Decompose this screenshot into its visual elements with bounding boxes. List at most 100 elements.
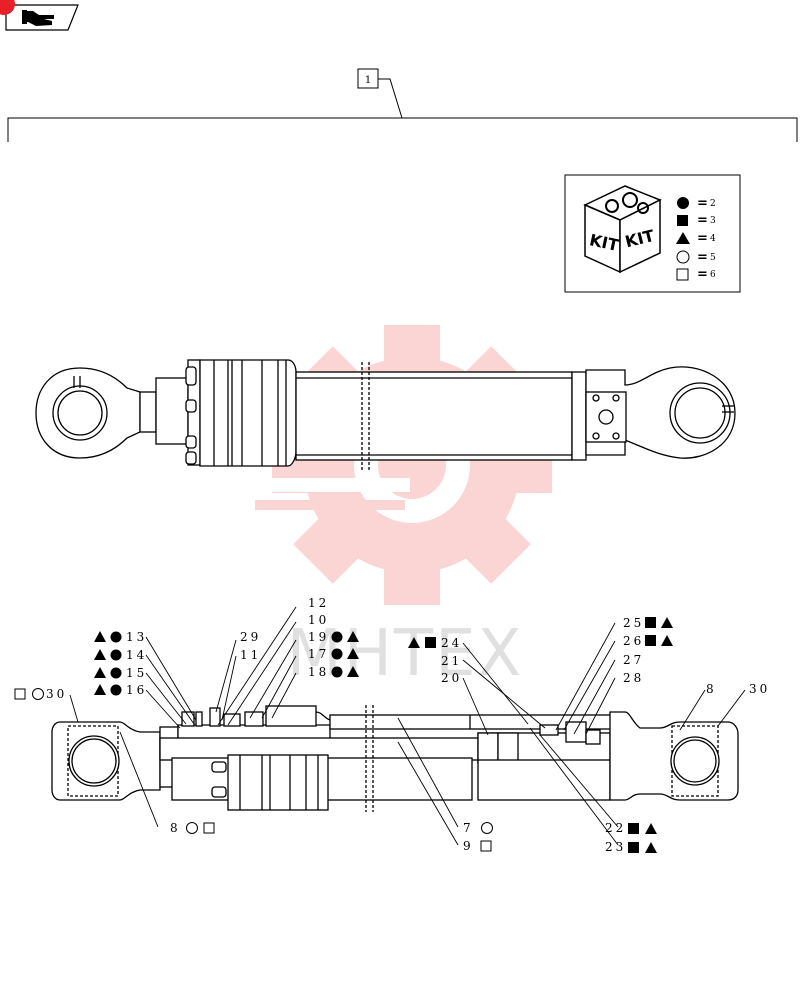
callout-30-left: 30 [14, 687, 67, 701]
callout-29: 29 [240, 630, 258, 644]
callout-25: 25 [623, 616, 673, 630]
filled-triangle-icon [347, 648, 359, 659]
svg-text:7: 7 [463, 821, 474, 835]
filled-circle-icon [110, 667, 122, 679]
kit-legend-row-5: = 6 [676, 267, 716, 282]
filled-triangle-icon [94, 684, 106, 695]
callout-8-left: 8 [170, 821, 215, 835]
open-circle-icon [186, 822, 198, 834]
nav-back-button[interactable] [0, 0, 79, 31]
kit-legend: KIT KIT = 2 = 3 = 4 = 5 = 6 [564, 174, 741, 293]
open-square-icon [676, 268, 689, 281]
callout-18: 18 [308, 665, 359, 679]
callout-13: 13 [94, 630, 147, 644]
open-square-icon [203, 822, 215, 834]
svg-text:27: 27 [623, 653, 644, 667]
filled-circle-icon [331, 648, 343, 660]
callout-11: 11 [240, 648, 258, 662]
filled-circle-icon [110, 684, 122, 696]
filled-circle-icon [110, 649, 122, 661]
open-circle-icon [32, 688, 44, 700]
filled-triangle-icon [347, 631, 359, 642]
svg-text:25: 25 [623, 616, 644, 630]
callout-8-right: 8 [706, 682, 714, 696]
filled-circle-icon [331, 666, 343, 678]
svg-text:16: 16 [126, 683, 147, 697]
callout-27: 27 [623, 653, 644, 667]
filled-triangle-icon [661, 635, 673, 646]
hand-pointer-icon [22, 10, 54, 26]
svg-text:18: 18 [308, 665, 329, 679]
callout-19: 19 [308, 630, 359, 644]
svg-text:=: = [697, 231, 708, 246]
filled-triangle-icon [94, 649, 106, 660]
svg-text:19: 19 [308, 630, 329, 644]
svg-text:5: 5 [710, 253, 716, 263]
svg-text:23: 23 [605, 840, 626, 854]
filled-square-icon [628, 842, 639, 853]
filled-triangle-icon [94, 667, 106, 678]
filled-triangle-icon [661, 617, 673, 628]
filled-circle-icon [110, 631, 122, 643]
svg-text:3: 3 [710, 216, 716, 226]
filled-square-icon [677, 215, 688, 226]
callout-9: 9 [463, 839, 492, 853]
filled-circle-icon [677, 197, 689, 209]
cylinder-section-view [51, 705, 739, 812]
kit-box-icon: KIT KIT [583, 185, 662, 274]
filled-triangle-icon [347, 666, 359, 677]
open-circle-icon [481, 822, 493, 834]
callout-16: 16 [94, 683, 147, 697]
svg-text:10: 10 [308, 613, 329, 627]
kit-legend-row-4: = 5 [676, 250, 716, 265]
kit-legend-row-3: = 4 [676, 231, 716, 246]
svg-text:=: = [697, 267, 708, 282]
filled-square-icon [628, 823, 639, 834]
svg-text:30: 30 [46, 687, 67, 701]
callout-28: 28 [623, 671, 644, 685]
svg-text:12: 12 [308, 596, 329, 610]
svg-text:13: 13 [126, 630, 147, 644]
svg-text:26: 26 [623, 634, 644, 648]
watermark-gear-logo [255, 325, 552, 605]
open-circle-icon [676, 250, 690, 264]
callout-21: 21 [441, 654, 462, 668]
callout-12: 12 [308, 596, 329, 610]
assembly-ref-number: 1 [365, 75, 371, 86]
watermark-text: MHTEX [287, 617, 524, 691]
filled-square-icon [425, 637, 436, 648]
svg-text:8: 8 [170, 821, 181, 835]
svg-text:21: 21 [441, 654, 462, 668]
callout-15: 15 [94, 666, 144, 680]
svg-text:28: 28 [623, 671, 644, 685]
kit-legend-row-1: = 2 [677, 196, 716, 211]
filled-square-icon [645, 617, 656, 628]
assembly-bracket [7, 117, 798, 142]
svg-text:2: 2 [710, 199, 716, 209]
open-square-icon [14, 688, 26, 700]
nav-badge [0, 0, 15, 15]
filled-triangle-icon [645, 823, 657, 834]
callout-7: 7 [463, 821, 493, 835]
svg-text:22: 22 [605, 821, 626, 835]
assembly-bracket-leader [378, 78, 403, 119]
cylinder-exterior-view [35, 359, 736, 472]
callout-14: 14 [94, 648, 144, 662]
svg-text:=: = [697, 213, 708, 228]
svg-text:=: = [697, 250, 708, 265]
callout-26: 26 [623, 634, 673, 648]
filled-triangle-icon [645, 842, 657, 853]
callout-23: 23 [605, 840, 657, 854]
svg-text:24: 24 [441, 636, 462, 650]
assembly-ref-box: 1 [357, 68, 379, 89]
filled-circle-icon [331, 631, 343, 643]
callout-30-right: 30 [749, 682, 767, 696]
svg-text:17: 17 [308, 647, 329, 661]
callout-10: 10 [308, 613, 329, 627]
kit-legend-row-2: = 3 [677, 213, 716, 228]
open-square-icon [480, 840, 492, 852]
svg-text:9: 9 [463, 839, 474, 853]
svg-text:=: = [697, 196, 708, 211]
